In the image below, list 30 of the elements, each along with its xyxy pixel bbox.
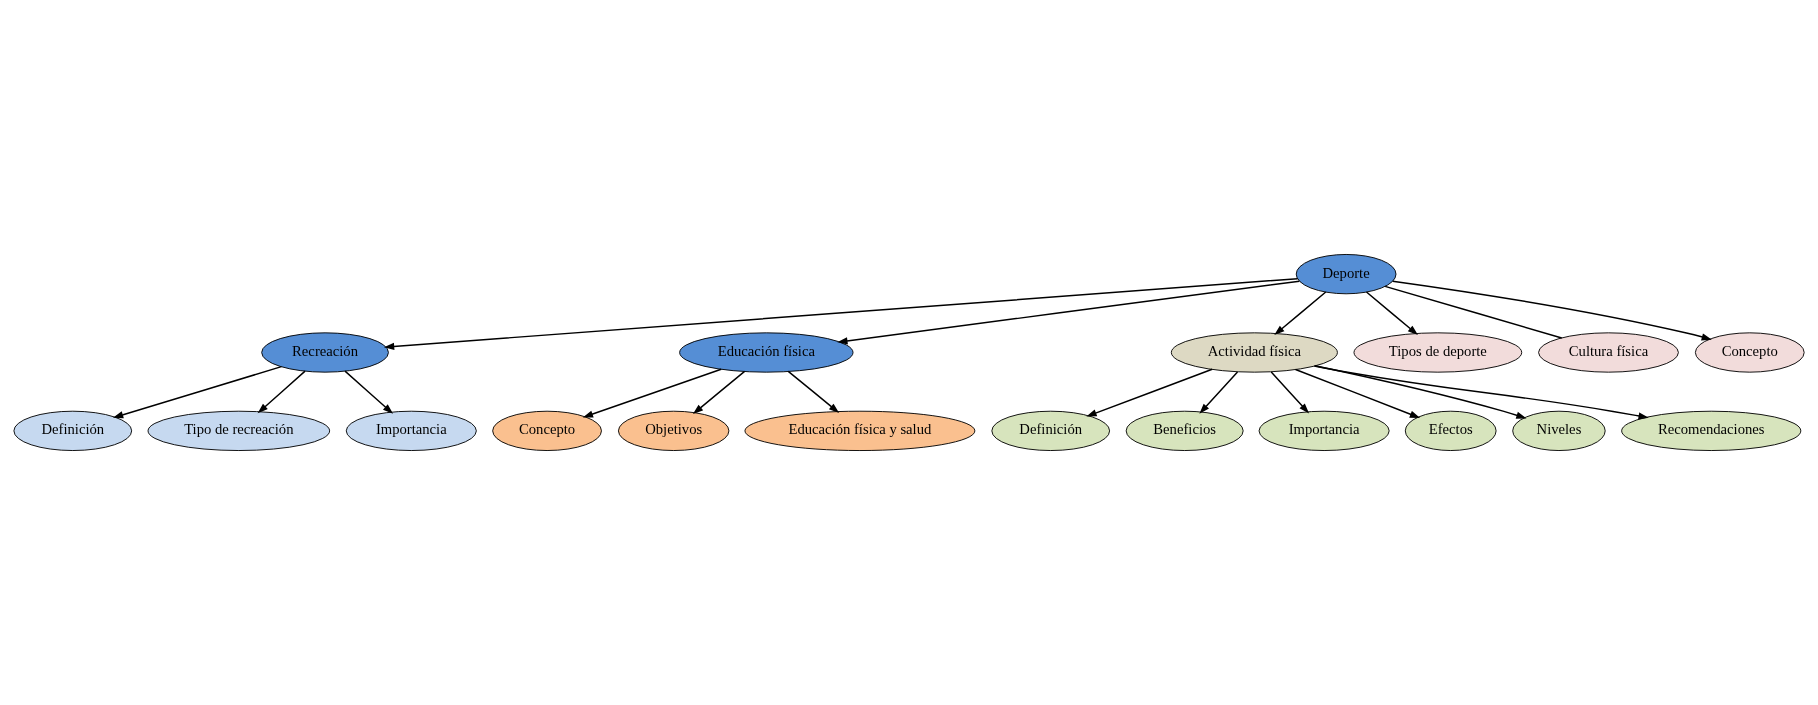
- arrow: [1314, 365, 1527, 419]
- node-ellipse: Beneficios: [1125, 410, 1244, 451]
- connector: [1384, 285, 1563, 339]
- node-ellipse: Recreación: [261, 332, 389, 373]
- arrow: [692, 370, 746, 415]
- arrow: [1365, 291, 1418, 335]
- node-ellipse: Objetivos: [618, 410, 730, 451]
- arrow: [344, 370, 394, 414]
- node-ellipse: Deporte: [1295, 254, 1397, 295]
- arrow: [1313, 365, 1649, 420]
- node-ellipse: Cultura física: [1538, 332, 1679, 373]
- node-ellipse: Tipo de recreación: [147, 410, 331, 451]
- node-ellipse: Educación física y salud: [744, 410, 976, 451]
- arrow: [1391, 280, 1712, 341]
- node-ellipse: Tipos de deporte: [1353, 332, 1523, 373]
- arrow: [1086, 368, 1213, 417]
- arrow: [837, 280, 1301, 345]
- arrow: [257, 370, 306, 414]
- arrow: [1270, 371, 1310, 414]
- arrow: [1294, 368, 1421, 419]
- arrow: [383, 277, 1299, 350]
- arrow: [1274, 291, 1327, 335]
- arrow: [582, 368, 722, 418]
- node-ellipse: Actividad física: [1170, 332, 1338, 373]
- node-ellipse: Importancia: [345, 410, 477, 451]
- node-ellipse: Importancia: [1258, 410, 1390, 451]
- arrow: [1199, 371, 1239, 414]
- arrow: [787, 370, 840, 413]
- arrow: [112, 365, 283, 419]
- node-ellipse: Educación física: [679, 332, 854, 373]
